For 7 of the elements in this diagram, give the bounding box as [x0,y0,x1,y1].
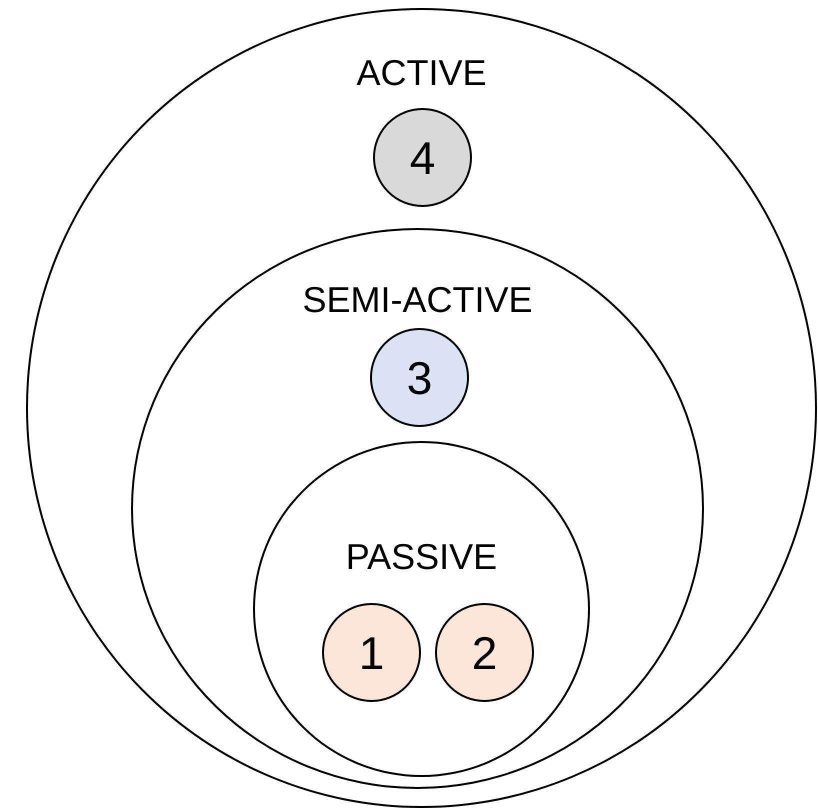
zone-title: PASSIVE [344,536,498,578]
zone-title: ACTIVE [355,52,488,94]
circle-number: 2 [472,630,498,676]
circle-number: 4 [410,134,436,180]
circle-number: 3 [406,354,432,400]
zone-title: SEMI-ACTIVE [301,279,534,321]
circle-number: 1 [358,630,384,676]
